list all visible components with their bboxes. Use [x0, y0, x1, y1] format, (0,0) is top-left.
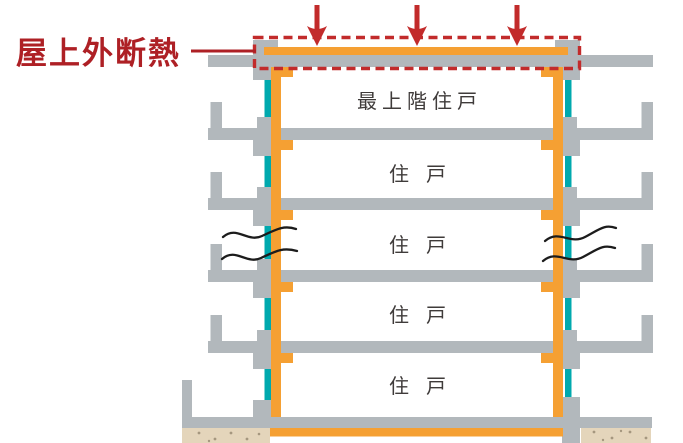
concrete-slabs — [182, 55, 653, 428]
floor-label-unit: 住戸 — [389, 374, 463, 398]
insulation-hook — [541, 210, 563, 220]
wall-block — [253, 210, 271, 226]
floor-slab — [208, 128, 653, 140]
insulation-hook — [541, 282, 563, 292]
insulation-hook — [541, 140, 563, 150]
wall-block — [562, 210, 580, 226]
wavy-line — [221, 226, 298, 239]
wall-block — [257, 187, 271, 198]
speckle — [207, 439, 211, 443]
balcony-railing — [641, 244, 653, 270]
wall-block — [253, 400, 271, 417]
down-arrow-icon — [407, 5, 427, 46]
parapet-right-cap — [555, 40, 580, 48]
wall-block — [563, 117, 577, 128]
balcony-railing — [641, 102, 653, 128]
insulation-hook — [271, 353, 293, 363]
floor-labels: 最上階住戸 住戸 住戸 住戸 住戸 — [357, 89, 482, 398]
floor-slab — [208, 341, 653, 353]
insulation-hook — [271, 140, 293, 150]
wall-block — [563, 187, 577, 198]
foundation-wall-left — [182, 380, 192, 417]
insulation-hook — [271, 210, 293, 220]
foundation — [182, 380, 651, 443]
balcony-railing — [210, 315, 222, 341]
wall-block — [257, 117, 271, 128]
speckle — [601, 438, 605, 442]
ground-slab — [182, 417, 652, 428]
wavy-line — [220, 248, 299, 261]
parapet-left-cap — [253, 40, 278, 48]
ground-fill-right — [581, 428, 651, 443]
heat-arrows — [307, 5, 527, 46]
wall-block — [253, 140, 271, 156]
balcony-railing — [210, 172, 222, 198]
balcony-railing — [641, 315, 653, 341]
ground-insulation-layer — [270, 428, 563, 437]
balcony-railings — [210, 102, 653, 341]
wavy-line — [543, 225, 618, 243]
balcony-railing — [210, 244, 222, 270]
wall-block — [253, 282, 271, 298]
wall-block — [253, 353, 271, 369]
speckle — [610, 436, 614, 440]
roof-insulation-label: 屋上外断熱 — [16, 36, 181, 72]
speckle — [592, 430, 596, 434]
insulation-hook — [541, 353, 563, 363]
wall-block — [562, 140, 580, 156]
speckle — [213, 437, 217, 441]
speckle — [245, 437, 249, 441]
wall-block — [257, 330, 271, 341]
teal-strip-left — [264, 78, 271, 410]
speckle — [619, 429, 623, 433]
insulation-hook — [271, 282, 293, 292]
floor-label-unit: 住戸 — [389, 303, 463, 327]
roof-insulation-layer — [264, 47, 568, 55]
balcony-railing — [210, 102, 222, 128]
speckle — [197, 431, 201, 435]
break-wavy-lines — [220, 225, 618, 263]
down-arrow-icon — [307, 5, 327, 46]
wall-insulation-right — [553, 67, 563, 417]
ground-speckles — [197, 429, 648, 443]
roof-slab — [208, 55, 653, 67]
insulation-orange — [264, 47, 568, 437]
balcony-railing — [641, 172, 653, 198]
wall-insulation-left — [271, 67, 281, 417]
wall-block — [257, 259, 271, 270]
floor-label-unit: 住戸 — [389, 233, 463, 257]
speckle — [628, 430, 632, 434]
wall-block — [562, 353, 580, 369]
floor-slab — [208, 198, 653, 210]
wavy-line — [541, 245, 617, 263]
insulation-hook — [541, 67, 563, 77]
floor-slab — [208, 270, 653, 282]
wall-junction-blocks — [253, 117, 580, 443]
wall-block — [563, 330, 577, 341]
speckle — [257, 432, 261, 436]
speckle — [644, 436, 648, 440]
parapet-right-base — [562, 67, 580, 80]
speckle — [229, 431, 233, 435]
wall-block — [562, 397, 580, 443]
wall-block — [562, 282, 580, 298]
floor-label-unit: 住戸 — [389, 162, 463, 186]
down-arrow-icon — [507, 5, 527, 46]
wall-block — [563, 259, 577, 270]
ground-fill-left — [182, 428, 270, 443]
parapet-left-base — [253, 67, 271, 80]
insulation-hook — [271, 67, 293, 77]
floor-label-top-unit: 最上階住戸 — [357, 89, 482, 113]
